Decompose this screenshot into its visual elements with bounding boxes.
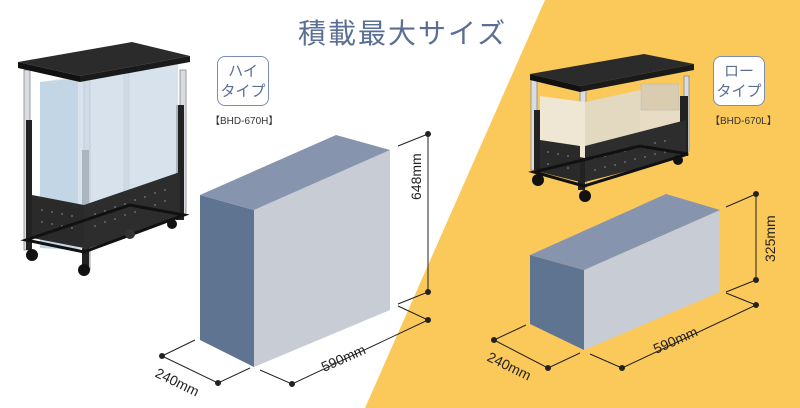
high-box-side-face bbox=[254, 150, 390, 367]
high-type-label-line1: ハイ bbox=[228, 62, 258, 80]
high-type-label-line2: タイプ bbox=[220, 82, 266, 100]
low-type-cart-image bbox=[528, 54, 694, 202]
high-height-label: 648mm bbox=[408, 153, 424, 200]
low-type-label-line2: タイプ bbox=[716, 82, 762, 100]
low-type-label-line1: ロー bbox=[723, 62, 754, 80]
high-box-top-face bbox=[200, 135, 390, 210]
high-type-badge: ハイ タイプ bbox=[217, 56, 269, 106]
high-type-max-load-box bbox=[200, 135, 390, 367]
high-box-dimension-lines bbox=[159, 131, 431, 387]
low-box-dimension-lines bbox=[491, 191, 759, 371]
high-box-front-face bbox=[200, 195, 254, 367]
low-type-badge: ロー タイプ bbox=[713, 56, 765, 106]
low-box-front-face bbox=[530, 255, 584, 350]
high-model-number: 【BHD-670H】 bbox=[210, 116, 279, 127]
low-model-number: 【BHD-670L】 bbox=[710, 116, 777, 127]
low-box-side-face bbox=[584, 210, 720, 350]
page-title: 積載最大サイズ bbox=[298, 17, 508, 50]
low-type-max-load-box bbox=[530, 194, 720, 350]
low-box-top-face bbox=[530, 194, 720, 270]
high-type-cart-image bbox=[18, 42, 190, 276]
yellow-background-panel bbox=[365, 0, 800, 408]
low-height-label: 325mm bbox=[762, 215, 778, 262]
